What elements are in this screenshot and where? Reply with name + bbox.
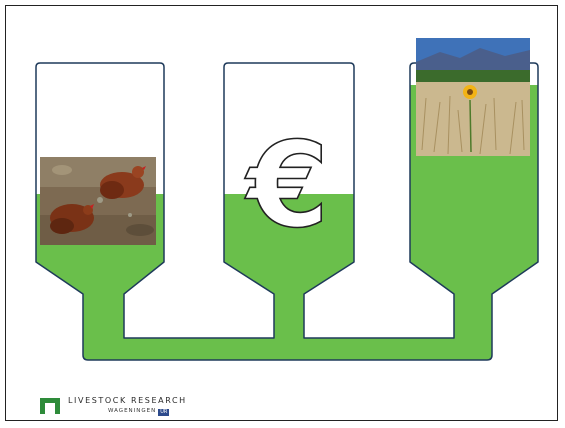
chicken-photo [40, 157, 156, 245]
brand-name: LIVESTOCK RESEARCH [68, 397, 187, 405]
connecting-pipe [83, 294, 492, 360]
livestock-research-logo: LIVESTOCK RESEARCH WAGENINGEN UR [40, 395, 187, 417]
logo-mark-icon [40, 396, 62, 416]
wheat-field-photo [416, 38, 530, 156]
brand-badge: UR [158, 409, 169, 416]
brand-sub-text: WAGENINGEN [108, 409, 156, 415]
euro-symbol: € [244, 116, 329, 254]
brand-sub: WAGENINGEN UR [108, 409, 187, 416]
